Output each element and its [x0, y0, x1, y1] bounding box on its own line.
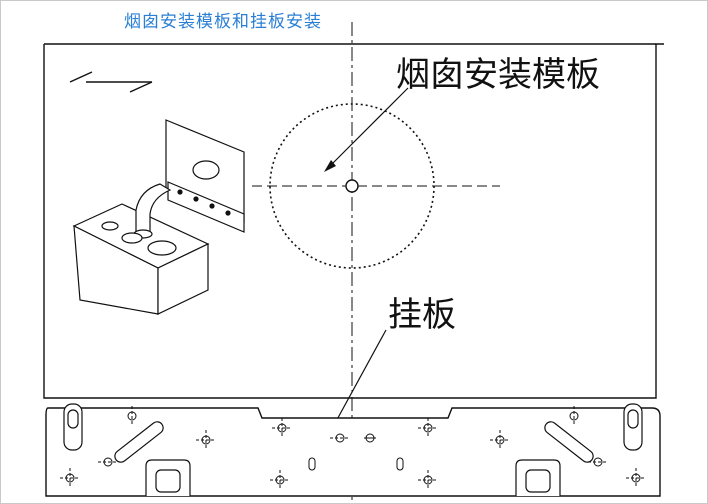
mounting-holes	[60, 406, 646, 490]
mounting-hole	[418, 470, 438, 490]
mounting-hole	[196, 430, 216, 450]
mounting-hole	[127, 406, 137, 426]
mounting-hole	[588, 457, 608, 467]
left-diagonal-slot	[114, 421, 164, 463]
mounting-hole	[272, 418, 292, 438]
hanging-bracket-outline	[45, 407, 661, 497]
right-bottom-notch	[515, 459, 561, 496]
right-diagonal-slot	[544, 421, 594, 463]
template-label-arrowhead	[324, 160, 336, 172]
mounting-hole	[569, 406, 579, 426]
mounting-hole	[490, 430, 510, 450]
direction-arrow-icon	[69, 71, 153, 93]
vertical-slots	[308, 457, 404, 471]
page-title: 烟囱安装模板和挂板安装	[124, 12, 322, 32]
chimney-hole-circle	[269, 103, 435, 269]
mounting-hole	[626, 468, 646, 488]
mounting-hole	[330, 433, 350, 443]
left-bottom-notch	[145, 459, 191, 496]
mounting-hole	[98, 457, 118, 467]
template-label-arrow-line	[327, 87, 409, 169]
mounting-hole	[60, 468, 80, 488]
center-hole	[345, 179, 359, 193]
left-hook-slot	[63, 403, 83, 451]
mounting-hole	[364, 433, 376, 443]
boiler-illustration-icon	[72, 119, 245, 315]
mounting-hole	[418, 418, 438, 438]
right-hook-slot	[623, 403, 643, 451]
template-sheet-outline	[43, 43, 664, 399]
template-label: 烟囱安装模板	[396, 55, 600, 95]
bracket-label: 挂板	[388, 295, 456, 335]
mounting-hole	[270, 470, 290, 490]
